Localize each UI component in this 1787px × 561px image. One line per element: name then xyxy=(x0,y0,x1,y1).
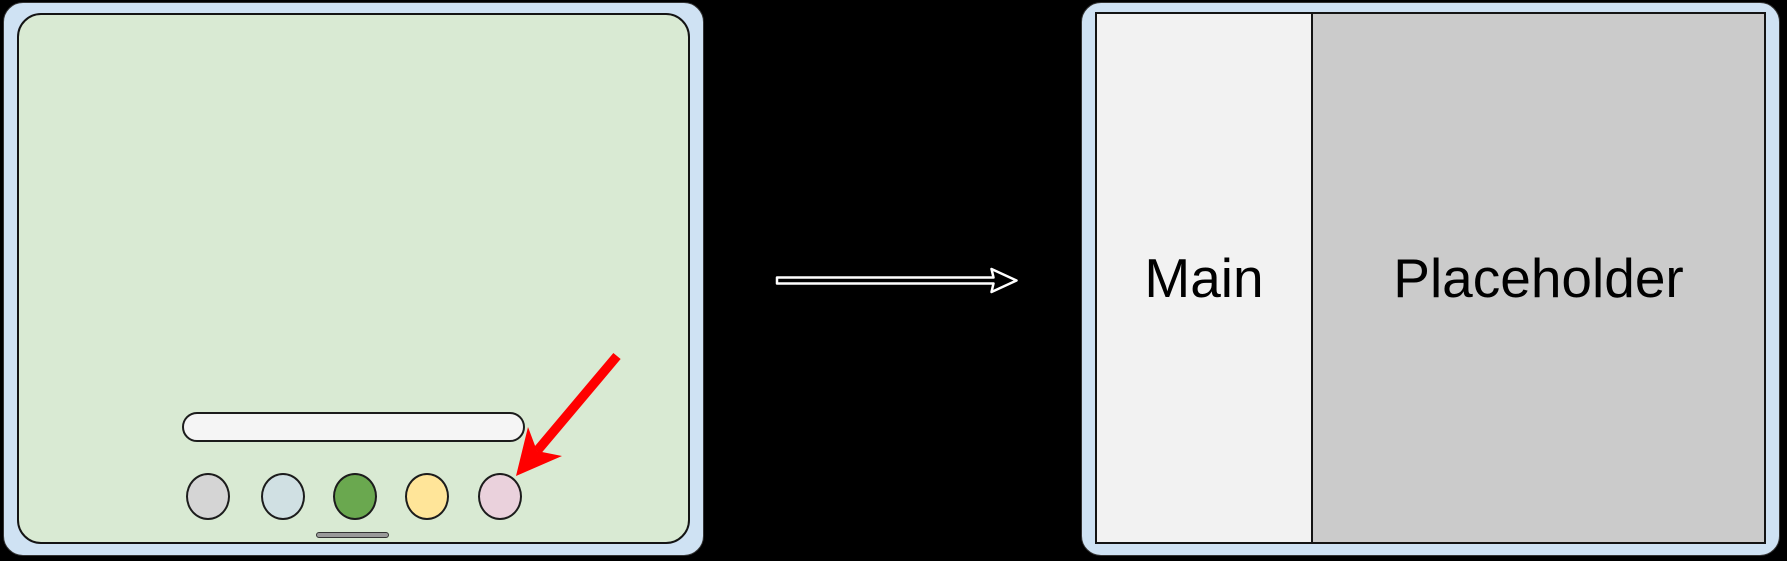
dock-icon-green-app[interactable] xyxy=(333,473,377,520)
dock-icon-gray-app[interactable] xyxy=(186,473,230,520)
left-device-screen xyxy=(17,13,690,544)
transition-arrow-icon xyxy=(775,267,1018,294)
dock-icon-blue-app[interactable] xyxy=(261,473,305,520)
pane-placeholder-label: Placeholder xyxy=(1393,246,1684,309)
dock-icon-yellow-app[interactable] xyxy=(405,473,449,520)
dock-icon-pink-app[interactable] xyxy=(478,473,522,520)
home-indicator[interactable] xyxy=(316,532,389,538)
pane-main: Main xyxy=(1097,14,1313,542)
pane-main-label: Main xyxy=(1144,246,1264,309)
right-device-screen: Main Placeholder xyxy=(1095,12,1766,544)
taskbar-search-pill[interactable] xyxy=(182,412,525,442)
pane-placeholder: Placeholder xyxy=(1313,14,1764,542)
